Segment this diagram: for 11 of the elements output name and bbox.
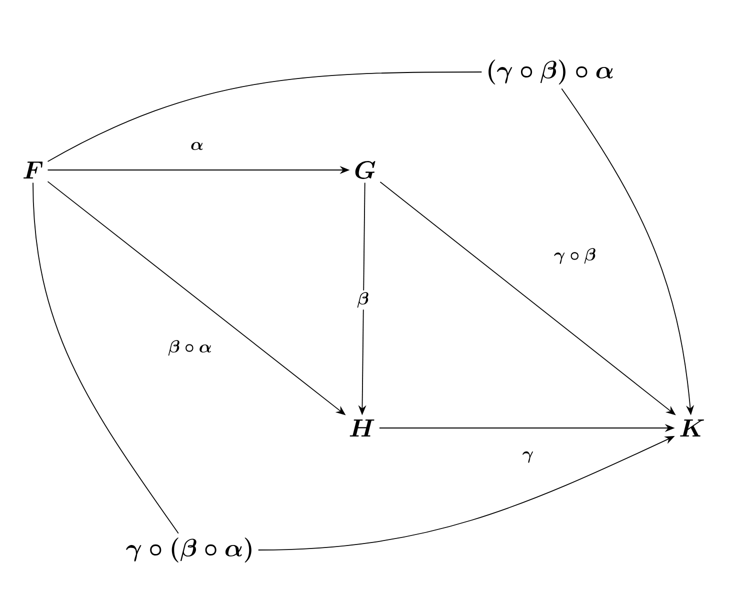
- edge-label: $\gamma$: [520, 449, 536, 465]
- object-label: $H$: [350, 419, 374, 437]
- object-label: $(\gamma \circ \beta) \circ \alpha$: [488, 60, 613, 84]
- object-label: $F$: [24, 162, 43, 179]
- object-label: $\gamma \circ (\beta \circ \alpha)$: [126, 538, 252, 562]
- object-label: $K$: [680, 419, 704, 437]
- object-label: $G$: [355, 161, 376, 179]
- edge-label: $\beta$: [355, 290, 371, 310]
- edge-label: $\gamma \circ \beta$: [552, 246, 598, 266]
- edge-label: $\beta \circ \alpha$: [166, 338, 214, 358]
- edge-label: $\alpha$: [188, 140, 206, 152]
